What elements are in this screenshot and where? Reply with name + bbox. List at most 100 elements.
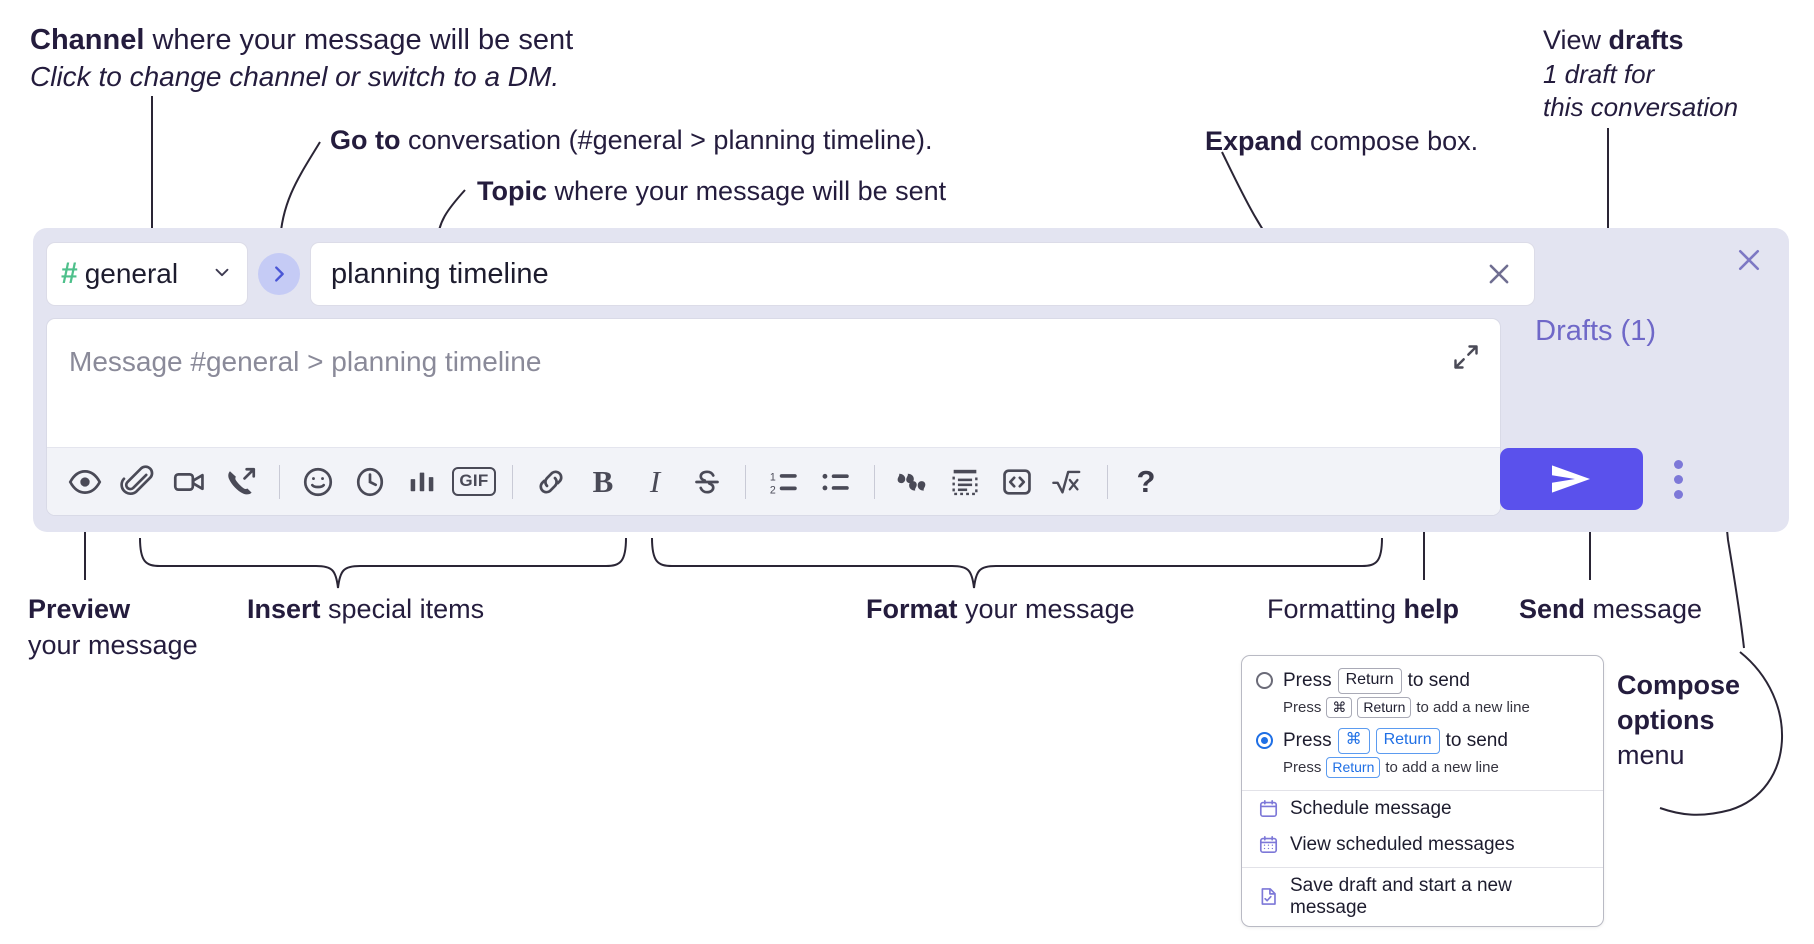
close-icon (1738, 249, 1760, 271)
annotation-channel-bold: Channel (30, 24, 145, 56)
annotation-preview-line2: your message (28, 629, 198, 660)
menu-item-label: Save draft and start a new message (1290, 874, 1512, 918)
expand-compose-button[interactable] (1450, 341, 1482, 373)
close-panel-button[interactable] (1731, 242, 1767, 278)
annotation-goto-rest: conversation (#general > planning timeli… (400, 125, 933, 155)
code-icon[interactable] (991, 456, 1043, 508)
link-icon[interactable] (525, 456, 577, 508)
channel-selector[interactable]: # general (46, 242, 248, 306)
close-icon (1489, 264, 1509, 284)
annotation-compose-line2: options (1617, 705, 1715, 736)
audio-clip-icon[interactable] (215, 456, 267, 508)
attachment-icon[interactable] (111, 456, 163, 508)
annotation-topic: Topic where your message will be sent (477, 174, 946, 209)
poll-icon[interactable] (396, 456, 448, 508)
send-message-button[interactable] (1500, 448, 1643, 510)
option-sub-post: to add a new line (1385, 758, 1499, 776)
preview-icon[interactable] (59, 456, 111, 508)
toolbar-separator (745, 464, 746, 499)
clear-topic-button[interactable] (1482, 257, 1516, 291)
hash-icon: # (61, 257, 78, 290)
key-return: Return (1357, 696, 1412, 718)
annotation-drafts-bold: drafts (1608, 25, 1684, 55)
annotation-compose-line3: menu (1617, 740, 1685, 771)
toolbar-separator (279, 464, 280, 499)
drafts-link[interactable]: Drafts (1) (1535, 315, 1656, 347)
send-option-return-label: Press Return to send (1283, 668, 1470, 694)
strikethrough-icon[interactable] (681, 456, 733, 508)
send-icon (1551, 465, 1590, 493)
svg-text:1: 1 (770, 471, 776, 483)
expand-icon (1454, 345, 1478, 369)
video-clip-icon[interactable] (163, 456, 215, 508)
option-sub-pre: Press (1283, 698, 1322, 716)
toolbar-separator (1107, 464, 1108, 499)
radio-selected-icon[interactable] (1256, 732, 1273, 750)
view-scheduled-calendar-icon (1258, 834, 1279, 855)
annotation-format-bold: Format (866, 594, 958, 624)
menu-item-view-scheduled-messages[interactable]: View scheduled messages (1242, 827, 1603, 863)
go-to-conversation-button[interactable] (258, 253, 300, 295)
bold-label: B (592, 463, 614, 499)
ordered-list-icon[interactable]: 1 2 (758, 456, 810, 508)
menu-item-schedule-message[interactable]: Schedule message (1242, 791, 1603, 827)
annotation-channel-rest: where your message will be sent (144, 24, 574, 56)
send-option-return[interactable]: Press Return to send (1242, 666, 1603, 694)
annotation-expand-bold: Expand (1205, 126, 1303, 156)
chevron-down-icon (211, 261, 233, 288)
annotation-insert-rest: special items (320, 594, 485, 624)
formatting-help-icon[interactable]: ? (1120, 456, 1172, 508)
send-option-cmd-return[interactable]: Press ⌘ Return to send (1242, 726, 1603, 754)
menu-item-save-draft[interactable]: Save draft and start a new message (1242, 868, 1603, 926)
annotation-insert: Insert special items (247, 592, 484, 627)
annotation-insert-bold: Insert (247, 594, 321, 624)
bulleted-list-icon[interactable] (810, 456, 862, 508)
italic-label: I (649, 463, 661, 499)
toolbar-separator (512, 464, 513, 499)
annotation-preview: Preview your message (28, 592, 198, 663)
compose-panel: # general planning timeline Message #gen… (33, 228, 1789, 532)
annotation-formatting-help: Formatting help (1267, 592, 1459, 627)
gif-icon[interactable]: GIF (448, 456, 500, 508)
option-sub-post: to add a new line (1416, 698, 1530, 716)
math-icon[interactable] (1043, 456, 1095, 508)
blockquote-icon[interactable] (887, 456, 939, 508)
option-post: to send (1407, 669, 1470, 691)
option-pre: Press (1283, 669, 1332, 691)
key-return: Return (1337, 668, 1402, 694)
annotation-expand: Expand compose box. (1205, 124, 1478, 159)
key-command: ⌘ (1337, 727, 1370, 754)
italic-icon[interactable]: I (629, 456, 681, 508)
reminder-clock-icon[interactable] (344, 456, 396, 508)
gif-label: GIF (452, 467, 496, 496)
annotation-send-rest: message (1585, 594, 1703, 624)
help-label: ? (1136, 463, 1156, 499)
menu-divider (1242, 789, 1603, 791)
topic-value: planning timeline (331, 257, 549, 290)
annotation-compose-options: Compose options menu (1617, 668, 1797, 773)
formatting-toolbar: GIF B I (47, 447, 1500, 515)
code-block-icon[interactable] (939, 456, 991, 508)
annotation-drafts-line2: 1 draft for (1543, 58, 1655, 89)
option-sub-pre: Press (1283, 758, 1322, 776)
compose-options-button[interactable] (1663, 456, 1693, 502)
annotation-help-bold: help (1403, 594, 1460, 624)
schedule-calendar-icon (1258, 798, 1279, 819)
annotation-goto: Go to conversation (#general > planning … (330, 123, 933, 158)
send-option-return-sub: Press ⌘ Return to add a new line (1242, 694, 1603, 726)
radio-unselected-icon[interactable] (1256, 672, 1273, 690)
emoji-icon[interactable] (292, 456, 344, 508)
message-input-placeholder[interactable]: Message #general > planning timeline (69, 346, 542, 377)
bold-icon[interactable]: B (577, 456, 629, 508)
annotation-help-pre: Formatting (1267, 594, 1404, 624)
save-draft-icon (1258, 886, 1279, 907)
annotation-format: Format your message (866, 592, 1135, 627)
message-composer: Message #general > planning timeline (46, 318, 1501, 516)
key-command: ⌘ (1326, 696, 1353, 718)
menu-item-label: View scheduled messages (1290, 833, 1515, 855)
annotation-channel-sub: Click to change channel or switch to a D… (30, 61, 560, 93)
key-return: Return (1375, 727, 1440, 754)
topic-input[interactable]: planning timeline (310, 242, 1535, 306)
compose-header-row: # general planning timeline (46, 242, 1535, 306)
annotation-format-rest: your message (957, 594, 1135, 624)
